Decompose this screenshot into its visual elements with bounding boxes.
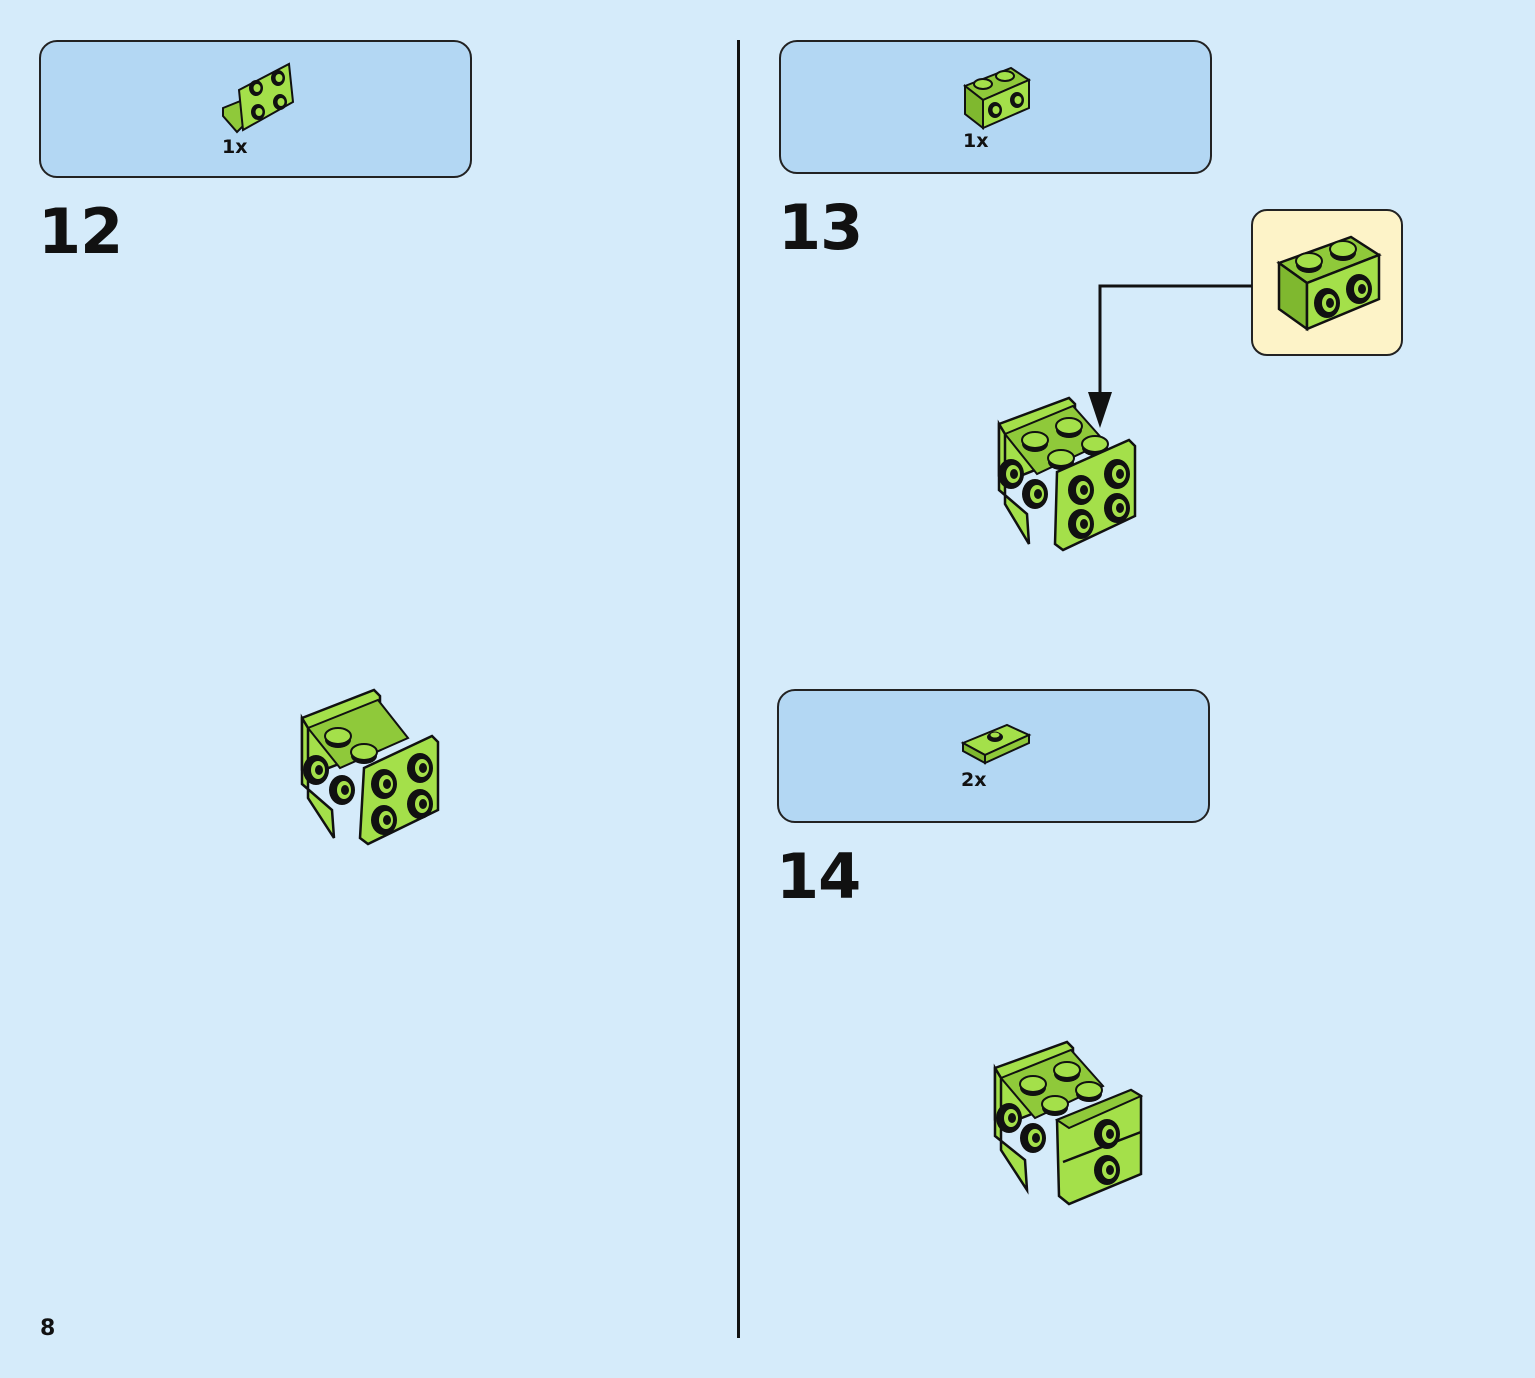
callout-box-step-13	[1251, 209, 1403, 356]
step-number-12: 12	[38, 195, 123, 268]
parts-box-step-13: 1x	[779, 40, 1212, 174]
part-count: 2x	[961, 769, 987, 791]
page-divider	[737, 40, 740, 1338]
assembly-step-14-model	[993, 1040, 1144, 1206]
jumper-plate-1x2-icon	[960, 723, 1032, 765]
part-count: 1x	[963, 130, 989, 152]
bracket-1x2-2x2-icon	[222, 62, 295, 134]
callout-arrow	[1088, 284, 1252, 428]
step-number-13: 13	[778, 191, 863, 264]
step-number-14: 14	[776, 840, 861, 913]
page-number: 8	[40, 1316, 56, 1341]
assembly-step-12-model	[300, 688, 440, 846]
parts-box-step-14: 2x	[777, 689, 1210, 823]
brick-1x2-studs-side-icon	[962, 66, 1032, 131]
part-count: 1x	[222, 136, 248, 158]
parts-box-step-12: 1x	[39, 40, 472, 178]
brick-1x2-studs-side-icon	[1276, 235, 1382, 332]
assembly-step-13-model	[997, 396, 1137, 552]
